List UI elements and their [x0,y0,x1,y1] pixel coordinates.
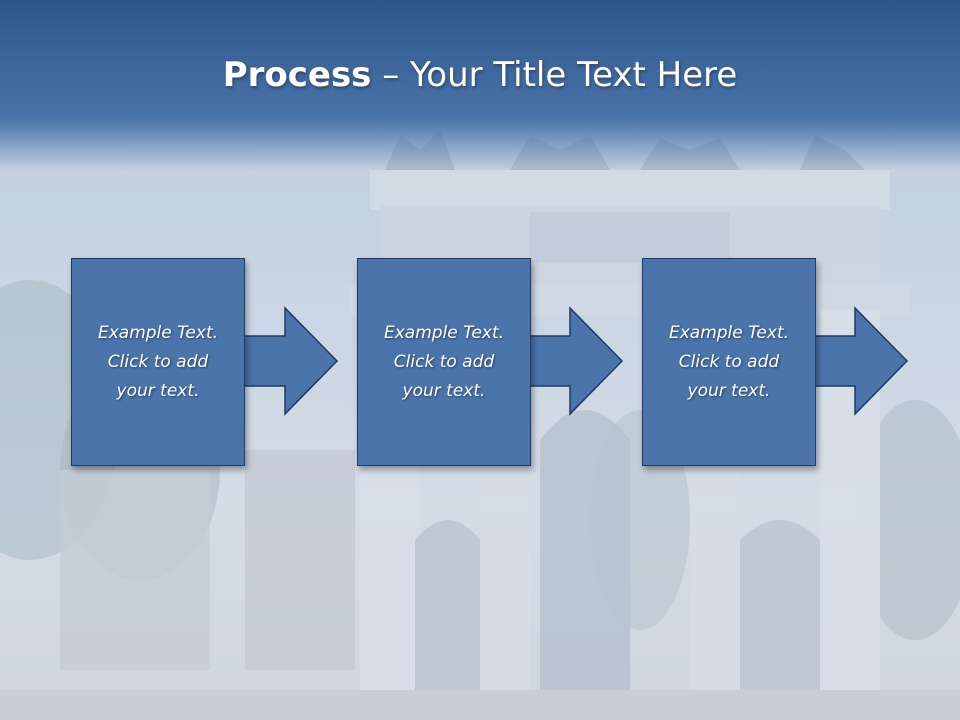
process-step-box-1[interactable]: Example Text. Click to add your text. [71,258,245,466]
step-text: Example Text. Click to add your text. [668,322,790,401]
step-text: Example Text. Click to add your text. [97,322,219,401]
step-text: Example Text. Click to add your text. [383,322,505,401]
title-band [0,0,960,170]
process-step-box-3[interactable]: Example Text. Click to add your text. [642,258,816,466]
slide-title[interactable]: Process – Your Title Text Here [0,52,960,98]
title-bold-part: Process [222,55,372,95]
arrow-right-icon[interactable] [808,305,910,417]
arrow-right-icon[interactable] [238,305,340,417]
process-step-box-2[interactable]: Example Text. Click to add your text. [357,258,531,466]
arrow-right-icon[interactable] [523,305,625,417]
title-rest-part: – Your Title Text Here [371,55,738,95]
